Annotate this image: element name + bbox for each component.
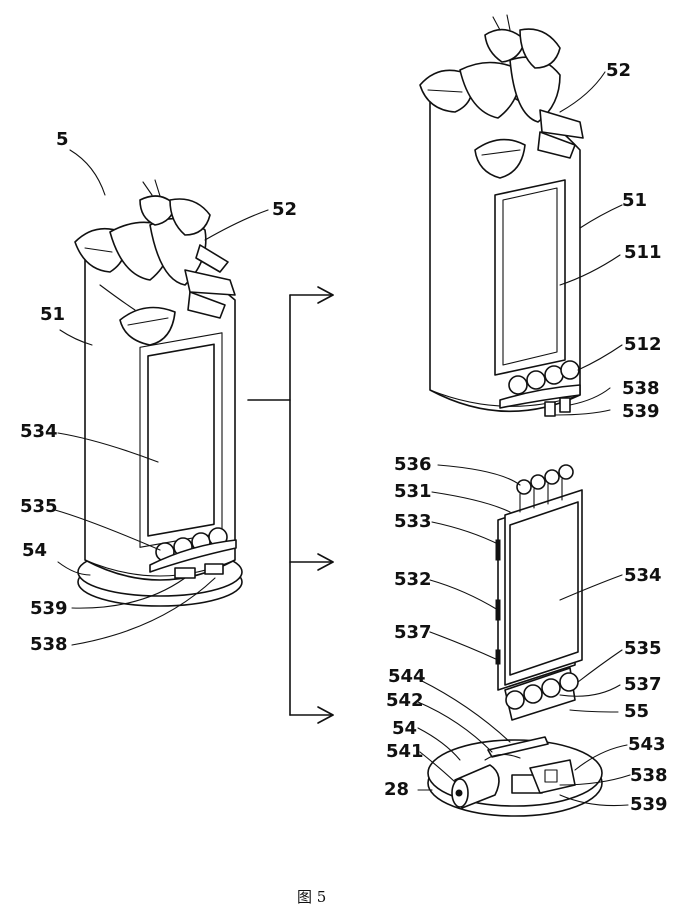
reference-labels: 5 52 51 534 535 54 539 538 52 51 511 512…: [20, 60, 668, 815]
label-534-right: 534: [624, 565, 662, 586]
label-539-left: 539: [30, 598, 68, 619]
label-536: 536: [394, 454, 432, 475]
label-51-left: 51: [40, 304, 65, 325]
label-539-bottom: 539: [630, 794, 668, 815]
label-535-right: 535: [624, 638, 662, 659]
label-538-top: 538: [622, 378, 660, 399]
label-51-right: 51: [622, 190, 647, 211]
label-543: 543: [628, 734, 666, 755]
crab-claws-52: [74, 179, 236, 346]
buttons-535-module: [505, 672, 579, 710]
assembled-device: [74, 179, 243, 607]
leader-lines: [54, 71, 631, 807]
label-537-right: 537: [624, 674, 662, 695]
label-537-left: 537: [394, 622, 432, 643]
label-539-top: 539: [622, 401, 660, 422]
base-54: [427, 736, 603, 817]
electronics-module: [495, 464, 583, 721]
label-52-right: 52: [606, 60, 631, 81]
explode-arrows: [247, 286, 334, 724]
label-532: 532: [394, 569, 432, 590]
label-54-left: 54: [22, 540, 47, 561]
label-535-left: 535: [20, 496, 58, 517]
label-533: 533: [394, 511, 432, 532]
label-512: 512: [624, 334, 662, 355]
buttons-512: [508, 360, 580, 395]
crab-claws-52-top: [419, 14, 584, 179]
figure-caption: 图 5: [297, 888, 326, 906]
label-54-right: 54: [392, 718, 417, 739]
label-55: 55: [624, 701, 649, 722]
buttons-536: [516, 464, 574, 513]
label-5: 5: [56, 129, 69, 150]
label-52-left: 52: [272, 199, 297, 220]
label-511: 511: [624, 242, 662, 263]
label-538-bottom: 538: [630, 765, 668, 786]
label-538-left: 538: [30, 634, 68, 655]
label-534-left: 534: [20, 421, 58, 442]
housing-51: [419, 14, 584, 417]
label-531: 531: [394, 481, 432, 502]
label-28: 28: [384, 779, 409, 800]
label-541: 541: [386, 741, 424, 762]
label-542: 542: [386, 690, 424, 711]
label-544: 544: [388, 666, 426, 687]
